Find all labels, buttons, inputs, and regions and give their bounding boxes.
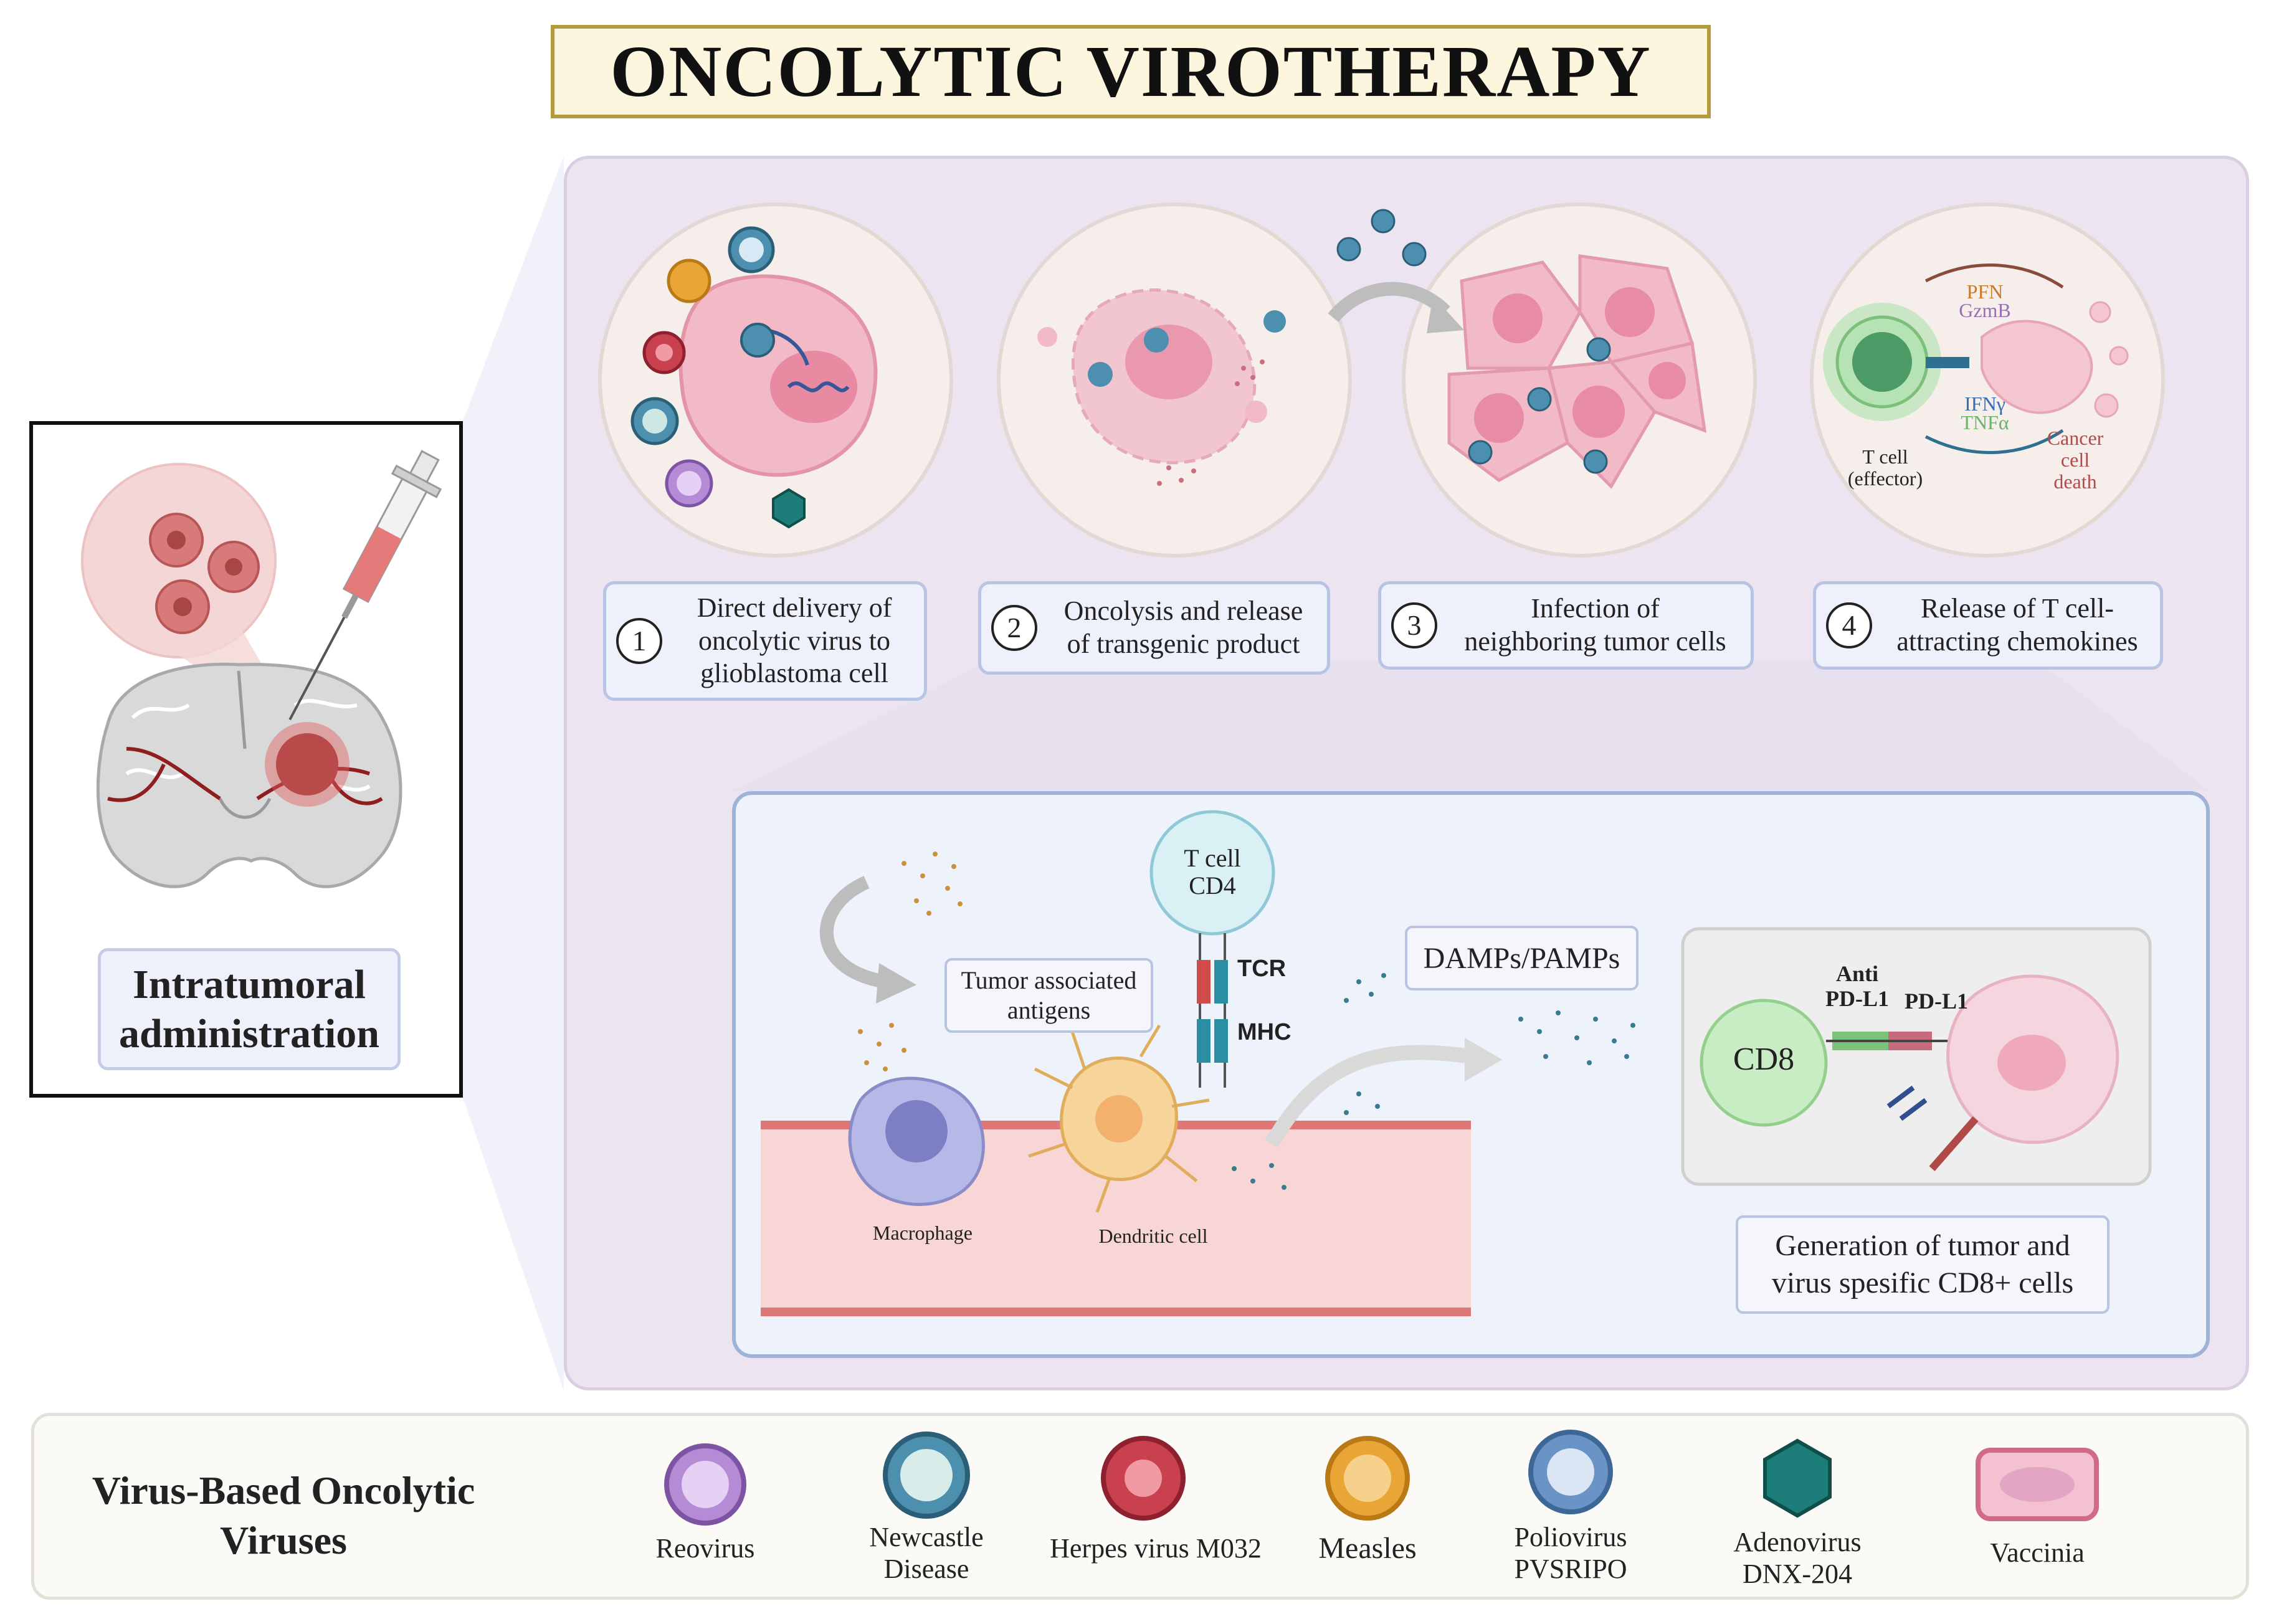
- virus-legend-bar: Virus-Based Oncolytic Viruses Reovirus N…: [31, 1413, 2249, 1600]
- virus-name-vaccinia: Vaccinia: [1938, 1537, 2137, 1569]
- step4-circle: PFN GzmB IFNγ TNFα T cell (effector) Can…: [1810, 202, 2165, 558]
- poliovirus-line2: PVSRIPO: [1514, 1553, 1627, 1584]
- step3-circle: [1402, 202, 1757, 558]
- dendritic-cell-label: Dendritic cell: [1098, 1225, 1208, 1247]
- step2-text-line1: Oncolysis and release: [1063, 596, 1303, 627]
- immune-illustration: [761, 810, 2152, 1316]
- tcell-cd4-line1: T cell: [1184, 844, 1241, 872]
- reovirus-line1: Reovirus: [655, 1533, 755, 1564]
- page-title: ONCOLYTIC VIROTHERAPY: [610, 31, 1652, 112]
- adenovirus-line2: DNX-204: [1743, 1558, 1852, 1589]
- taa-line1: Tumor associated: [961, 966, 1137, 994]
- vaccinia-icon: [1976, 1448, 2099, 1521]
- step1-number: 1: [616, 618, 662, 664]
- title-box: ONCOLYTIC VIROTHERAPY: [551, 25, 1711, 118]
- intratumoral-label-line1: Intratumoral: [133, 961, 366, 1007]
- newcastle-icon: [883, 1432, 970, 1519]
- pdl1-label: PD-L1: [1905, 989, 1968, 1014]
- tcell-effector-label-line2: (effector): [1847, 467, 1923, 490]
- step4-text-line2: attracting chemokines: [1896, 626, 2138, 657]
- cd8-generation-line2: virus spesific CD8+ cells: [1771, 1266, 2074, 1299]
- reovirus-icon: [664, 1443, 746, 1526]
- step2-circle: [997, 202, 1352, 558]
- step3-text-line2: neighboring tumor cells: [1464, 626, 1726, 657]
- brain-injection-illustration: [81, 450, 442, 888]
- step1-text-line2: oncolytic virus to: [698, 625, 890, 656]
- virus-bar-title: Virus-Based Oncolytic Viruses: [72, 1466, 495, 1565]
- step4-number: 4: [1826, 602, 1872, 648]
- tnf-label: TNFα: [1961, 411, 2009, 434]
- step1-text-line1: Direct delivery of: [697, 592, 892, 623]
- herpes-line1: Herpes virus M032: [1050, 1533, 1262, 1564]
- adenovirus-icon: [1763, 1438, 1832, 1518]
- virus-name-reovirus: Reovirus: [606, 1533, 805, 1565]
- virus-icons: [664, 1430, 2099, 1526]
- taa-label-box: Tumor associated antigens: [944, 958, 1153, 1033]
- step4-illustration: [1823, 264, 2129, 454]
- poliovirus-line1: Poliovirus: [1514, 1522, 1627, 1552]
- measles-icon: [1325, 1436, 1410, 1521]
- gzmb-label: GzmB: [1959, 299, 2011, 321]
- virus-name-measles: Measles: [1268, 1531, 1467, 1565]
- step4-label: 4 Release of T cell- attracting chemokin…: [1813, 581, 2163, 670]
- herpes-icon: [1101, 1436, 1186, 1521]
- virus-bar-title-line1: Virus-Based Oncolytic: [92, 1468, 475, 1512]
- anti-pdl1-line2: PD-L1: [1825, 985, 1889, 1011]
- cancer-death-label-line2: cell: [2060, 449, 2090, 471]
- step1-label: 1 Direct delivery of oncolytic virus to …: [603, 581, 927, 701]
- step3-text-line1: Infection of: [1531, 593, 1660, 624]
- pfn-label: PFN: [1966, 280, 2004, 303]
- macrophage-label: Macrophage: [873, 1222, 973, 1244]
- virus-name-adenovirus: Adenovirus DNX-204: [1698, 1527, 1897, 1590]
- step2-label: 2 Oncolysis and release of transgenic pr…: [978, 581, 1330, 675]
- ifn-label: IFNγ: [1964, 392, 2005, 415]
- cancer-death-label-line1: Cancer: [2047, 427, 2104, 449]
- measles-line1: Measles: [1318, 1532, 1417, 1565]
- damps-label: DAMPs/PAMPs: [1423, 941, 1620, 975]
- intratumoral-panel: Intratumoral administration: [29, 421, 463, 1098]
- vaccinia-line1: Vaccinia: [1990, 1537, 2085, 1568]
- step2-illustration: [1037, 288, 1286, 486]
- step3-illustration: [1447, 254, 1707, 490]
- virus-bar-title-line2: Viruses: [220, 1518, 347, 1562]
- step3-label: 3 Infection of neighboring tumor cells: [1378, 581, 1754, 670]
- intratumoral-label-box: Intratumoral administration: [98, 948, 401, 1070]
- step1-text-line3: glioblastoma cell: [700, 658, 888, 689]
- adenovirus-line1: Adenovirus: [1733, 1527, 1862, 1557]
- immune-response-panel: T cell CD4 TCR MHC Tumor associated anti…: [732, 791, 2210, 1358]
- step1-illustration: [630, 226, 878, 529]
- intratumoral-label-line2: administration: [118, 1011, 380, 1057]
- newcastle-line1: Newcastle: [869, 1522, 984, 1552]
- cd8-generation-label-box: Generation of tumor and virus spesific C…: [1736, 1215, 2110, 1314]
- anti-pdl1-line1: Anti: [1835, 961, 1878, 986]
- cd8-label: CD8: [1733, 1042, 1795, 1077]
- spread-arrow: [1328, 209, 1464, 333]
- step3-number: 3: [1391, 602, 1437, 648]
- cd8-generation-line1: Generation of tumor and: [1775, 1229, 2070, 1262]
- virus-name-poliovirus: Poliovirus PVSRIPO: [1471, 1522, 1670, 1585]
- step4-text-line1: Release of T cell-: [1921, 593, 2114, 624]
- virus-name-newcastle: Newcastle Disease: [827, 1522, 1026, 1585]
- damps-label-box: DAMPs/PAMPs: [1405, 926, 1639, 990]
- tcell-effector-label-line1: T cell: [1862, 445, 1908, 468]
- tcr-label: TCR: [1237, 956, 1287, 982]
- step1-circle: [598, 202, 953, 558]
- poliovirus-icon: [1528, 1430, 1613, 1514]
- step2-text-line2: of transgenic product: [1067, 629, 1300, 659]
- anti-pdl1-label: Anti PD-L1: [1817, 961, 1898, 1011]
- virus-name-herpes: Herpes virus M032: [1031, 1533, 1280, 1565]
- tcell-cd4-label: T cell CD4: [1172, 845, 1253, 900]
- newcastle-line2: Disease: [883, 1553, 969, 1584]
- tcell-cd4-line2: CD4: [1189, 871, 1236, 900]
- step2-number: 2: [991, 605, 1037, 651]
- taa-line2: antigens: [1007, 996, 1091, 1024]
- mhc-label: MHC: [1237, 1019, 1291, 1045]
- cancer-death-label-line3: death: [2053, 470, 2097, 493]
